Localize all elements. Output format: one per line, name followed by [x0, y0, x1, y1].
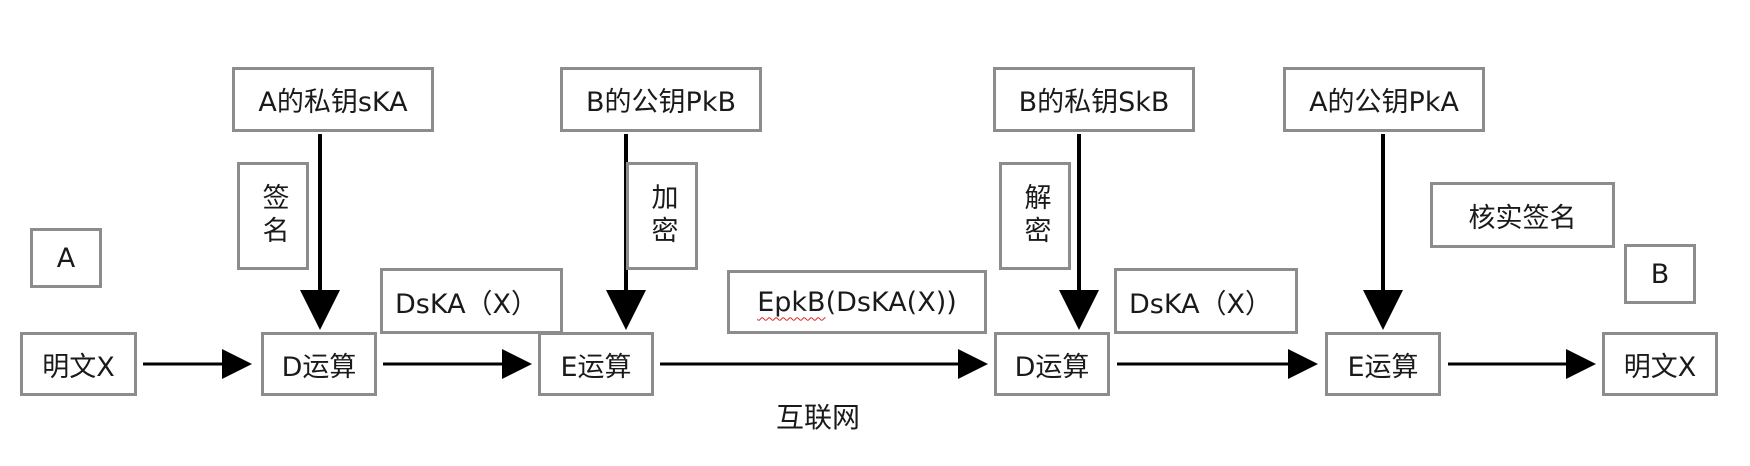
node-d-operation-2: D运算	[994, 332, 1110, 396]
channel-label: 互联网	[776, 401, 861, 434]
key-a-public: A的公钥PkA	[1283, 67, 1485, 132]
key-b-public: B的公钥PkB	[560, 67, 762, 132]
party-a: A	[30, 228, 102, 288]
party-b: B	[1624, 244, 1696, 304]
message-signed: DsKA（X）	[380, 268, 563, 334]
label-encrypt: 加密	[626, 162, 698, 270]
node-e-operation-2: E运算	[1325, 332, 1441, 396]
message-encrypted-rest: (DsKA(X))	[825, 286, 957, 318]
label-verify-signature: 核实签名	[1430, 182, 1615, 248]
message-encrypted-prefix: EpkB	[757, 286, 826, 318]
node-e-operation-1: E运算	[538, 332, 654, 396]
message-encrypted: EpkB(DsKA(X))	[727, 270, 987, 334]
message-decrypted: DsKA（X）	[1114, 268, 1298, 334]
label-sign: 签名	[237, 162, 309, 270]
node-plaintext-in: 明文X	[20, 332, 137, 396]
node-plaintext-out: 明文X	[1602, 332, 1718, 396]
key-b-private: B的私钥SkB	[993, 67, 1195, 132]
label-decrypt: 解密	[999, 162, 1071, 270]
key-a-private: A的私钥sKA	[232, 67, 434, 132]
node-d-operation-1: D运算	[261, 332, 377, 396]
